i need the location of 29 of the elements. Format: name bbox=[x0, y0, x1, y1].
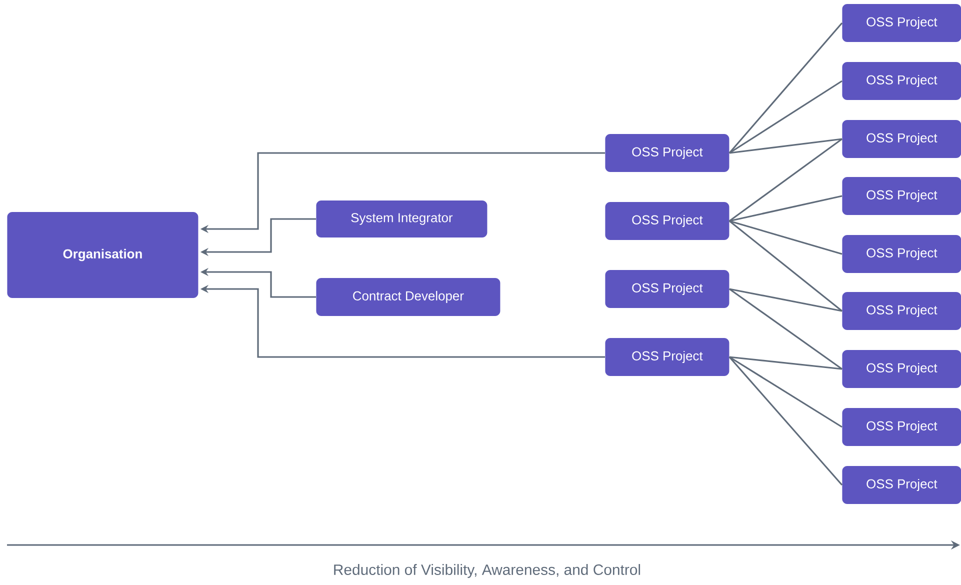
process-box: OSS Project bbox=[842, 235, 961, 273]
process-box: OSS Project bbox=[842, 408, 961, 446]
process-box: OSS Project bbox=[605, 134, 730, 172]
process-box: Organisation bbox=[7, 212, 198, 298]
process-box: Contract Developer bbox=[316, 278, 500, 316]
connector-line bbox=[728, 220, 842, 312]
process-box: OSS Project bbox=[842, 177, 961, 215]
connector-line bbox=[729, 220, 842, 255]
process-box: OSS Project bbox=[842, 62, 961, 100]
connector-line bbox=[729, 195, 842, 222]
connector-line bbox=[728, 356, 842, 428]
process-box: OSS Project bbox=[842, 4, 961, 42]
connector-line bbox=[729, 138, 842, 154]
connector-line bbox=[728, 288, 842, 370]
connector-line bbox=[728, 80, 842, 154]
process-box: OSS Project bbox=[605, 338, 730, 376]
process-box: OSS Project bbox=[842, 466, 961, 504]
process-box: OSS Project bbox=[605, 270, 730, 308]
connector-line bbox=[729, 288, 842, 312]
connector-line bbox=[729, 356, 842, 370]
process-box: OSS Project bbox=[842, 120, 961, 158]
connector-line bbox=[728, 356, 843, 486]
connector-line bbox=[728, 22, 843, 154]
process-box: OSS Project bbox=[842, 292, 961, 330]
axis-label: Reduction of Visibility, Awareness, and Control bbox=[334, 564, 640, 578]
connector-line bbox=[728, 138, 842, 222]
process-box: OSS Project bbox=[605, 202, 730, 240]
process-box: System Integrator bbox=[316, 200, 488, 238]
process-box: OSS Project bbox=[842, 350, 961, 388]
